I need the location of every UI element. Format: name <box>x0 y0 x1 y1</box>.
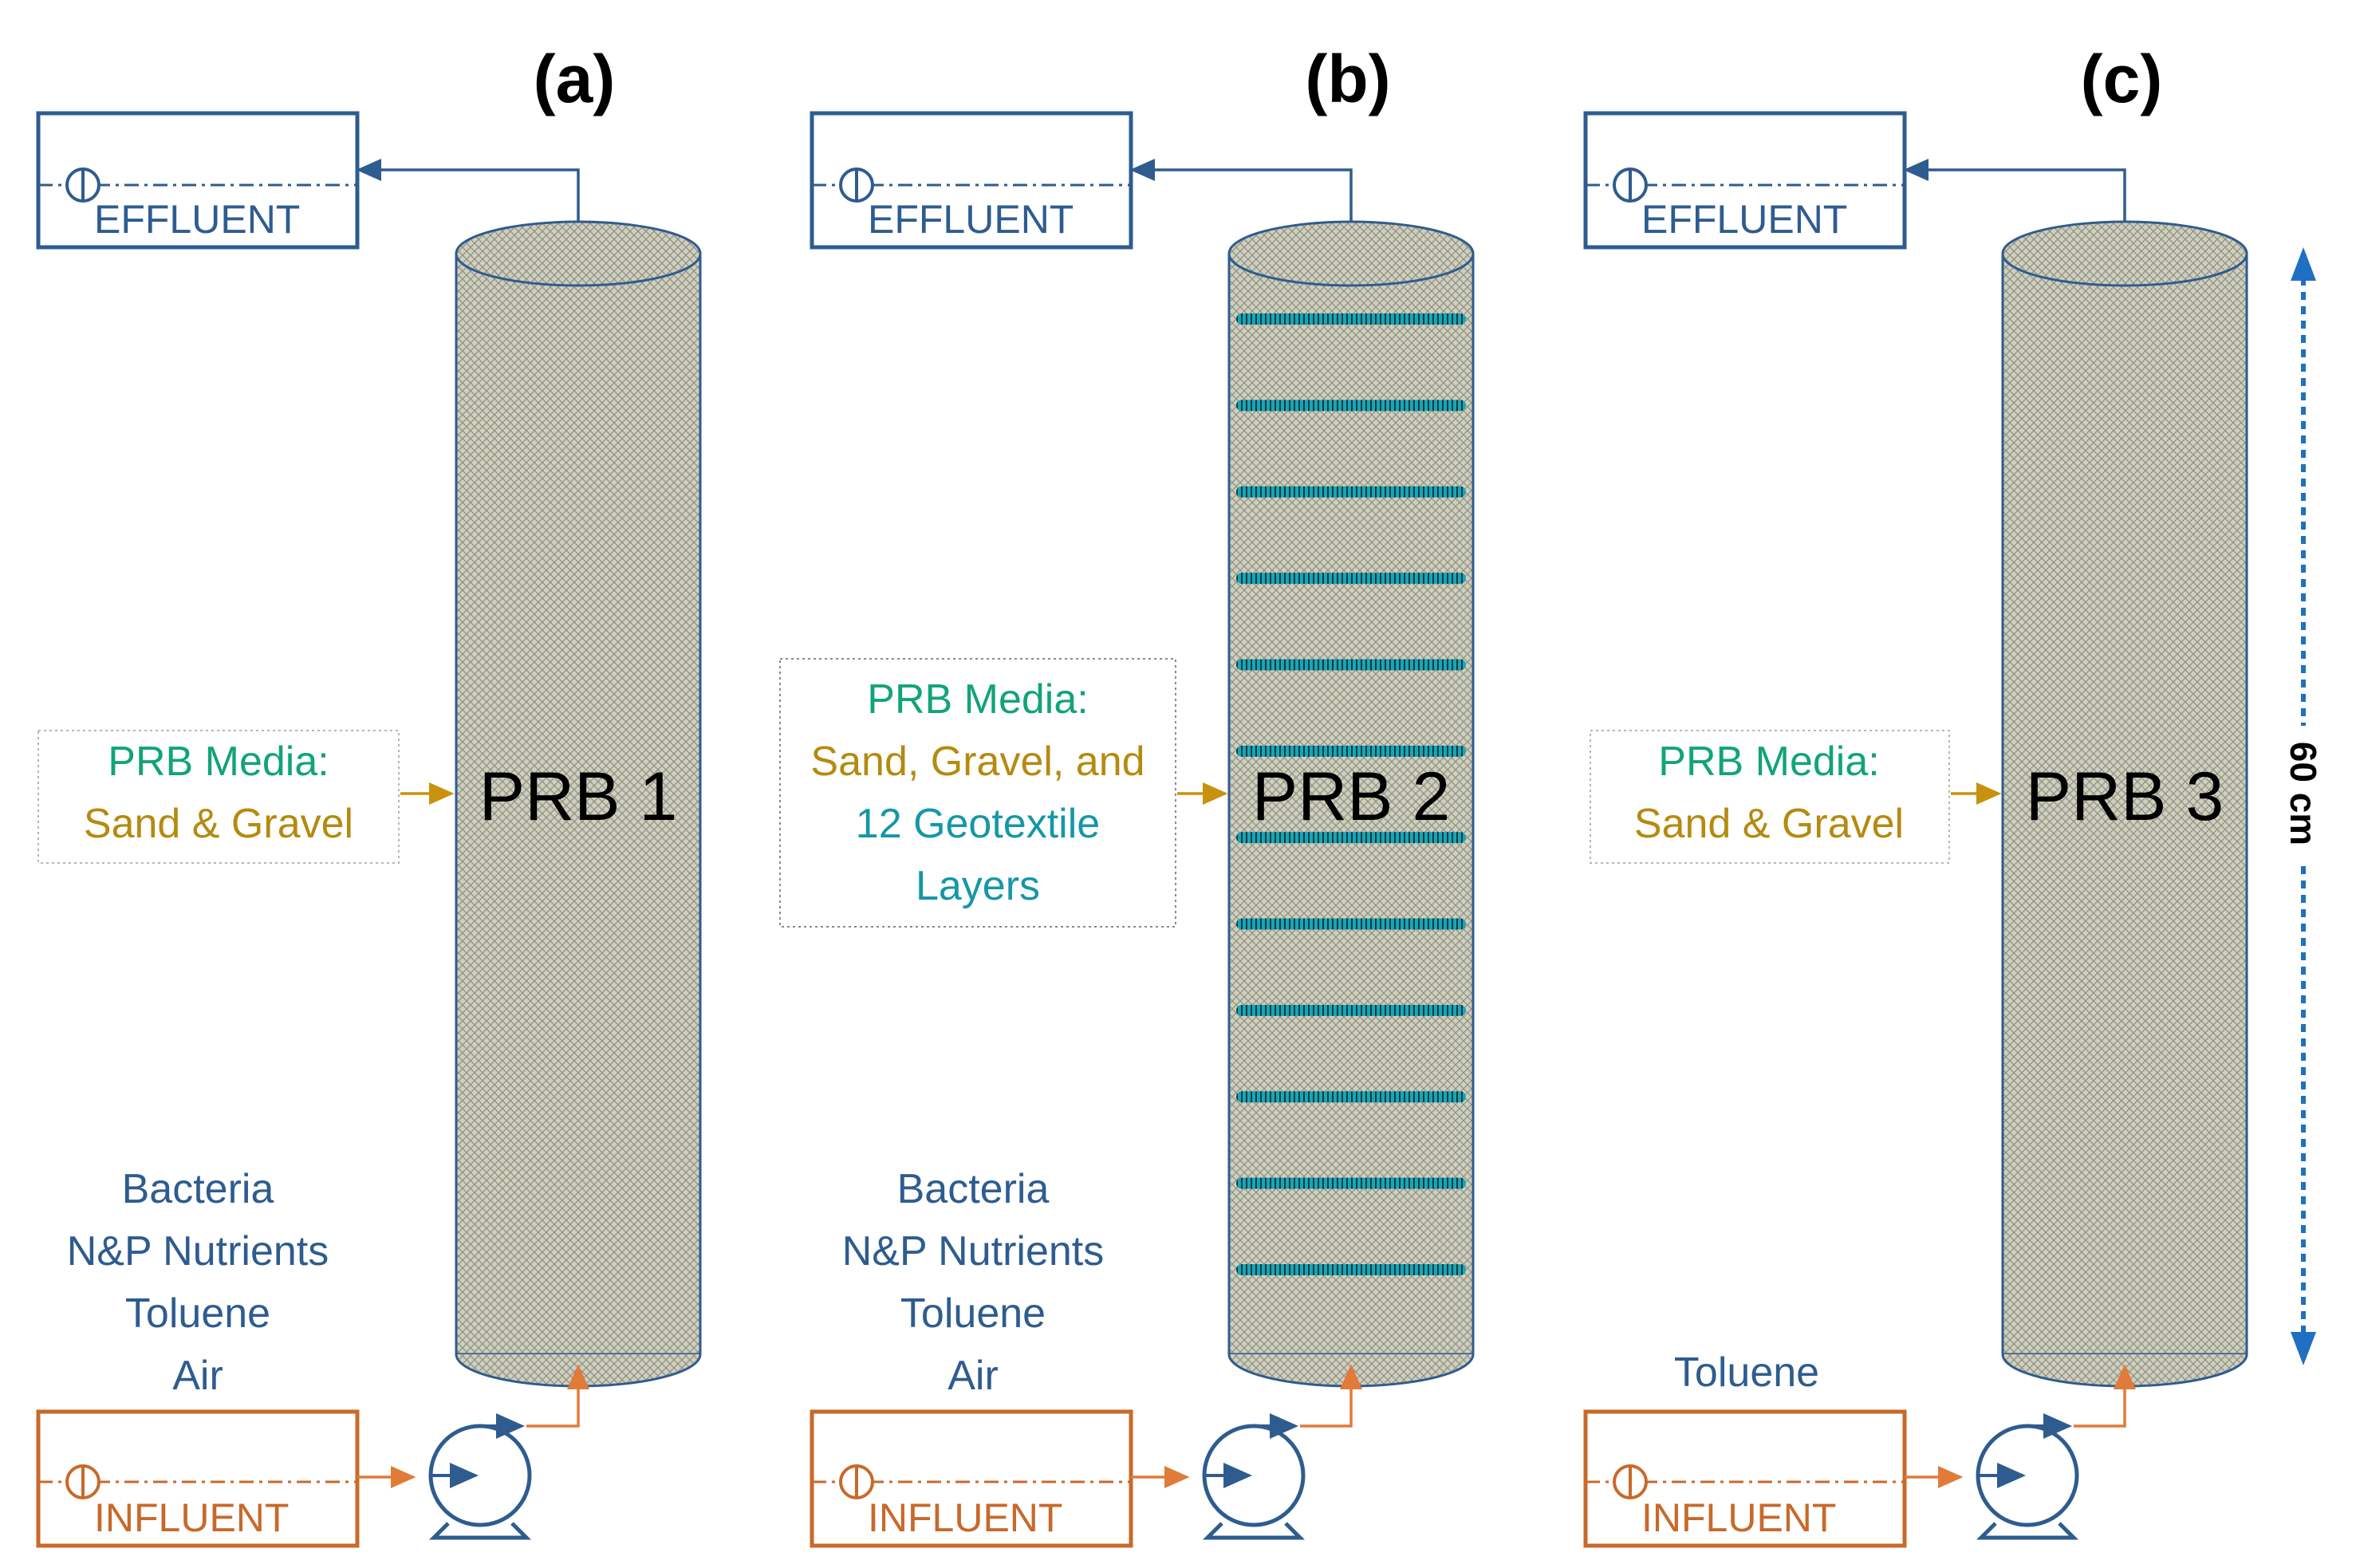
prb-column-c <box>2001 220 2248 1388</box>
column-label-b: PRB 2 <box>1252 758 1451 835</box>
geotextile-layer <box>1236 486 1466 498</box>
column-label-a: PRB 1 <box>479 758 678 835</box>
geotextile-layer <box>1236 573 1466 585</box>
media-line-c-0: PRB Media: <box>1658 739 1879 785</box>
geotextile-layers <box>1236 313 1466 1275</box>
media-box-c <box>1590 730 1950 864</box>
effluent-flow-arrow-c <box>1903 159 2126 227</box>
effluent-flow-arrow-a <box>356 159 580 227</box>
media-line-c-1: Sand & Gravel <box>1634 801 1904 847</box>
valve-icon <box>65 1464 100 1499</box>
effluent-tank-b: EFFLUENT <box>810 111 1133 250</box>
valve-icon <box>1613 1464 1648 1499</box>
pump-to-column-arrow-a <box>526 1364 589 1428</box>
influent-tank-b: INFLUENT <box>810 1409 1133 1548</box>
prb-column-b <box>1227 220 1475 1388</box>
panel-label-b: (b) <box>1305 41 1390 116</box>
influent-label-a: INFLUENT <box>94 1495 289 1540</box>
geotextile-layer <box>1236 1091 1466 1103</box>
pump-to-column-arrow-b <box>1300 1364 1362 1428</box>
effluent-label-c: EFFLUENT <box>1641 197 1847 242</box>
effluent-tank-a: EFFLUENT <box>36 111 360 250</box>
column-label-c: PRB 3 <box>2026 758 2224 835</box>
media-line-b-2: 12 Geotextile <box>856 801 1100 847</box>
height-scale-bar: 60 cm <box>2283 247 2324 1365</box>
geotextile-layer <box>1236 1177 1466 1189</box>
valve-icon <box>65 167 100 203</box>
feed-line-b-0: Bacteria <box>897 1166 1050 1212</box>
panel-b: (b) EFFLUENT PRB 2 PRB Media: Sand, Grav… <box>779 41 1475 1548</box>
feed-line-a-0: Bacteria <box>122 1166 274 1212</box>
geotextile-layer <box>1236 659 1466 671</box>
media-line-b-1: Sand, Gravel, and <box>810 739 1145 785</box>
effluent-flow-arrow-b <box>1129 159 1353 227</box>
geotextile-layer <box>1236 1264 1466 1275</box>
pump-to-column-arrow-c <box>2074 1364 2136 1428</box>
media-line-a-1: Sand & Gravel <box>84 801 353 847</box>
geotextile-layer <box>1236 832 1466 844</box>
media-box-b <box>779 658 1176 928</box>
feed-line-c-0: Toluene <box>1674 1349 1819 1396</box>
effluent-tank-c: EFFLUENT <box>1583 111 1907 250</box>
valve-icon <box>839 1464 874 1499</box>
panel-label-c: (c) <box>2081 41 2163 116</box>
influent-label-c: INFLUENT <box>1641 1495 1836 1540</box>
pump-icon <box>428 1413 532 1540</box>
panel-label-a: (a) <box>534 41 616 116</box>
prb-column-a <box>455 220 702 1388</box>
effluent-label-b: EFFLUENT <box>868 197 1074 242</box>
valve-icon <box>1613 167 1648 203</box>
effluent-label-a: EFFLUENT <box>94 197 300 242</box>
media-box-a <box>37 730 400 864</box>
feed-line-b-2: Toluene <box>900 1290 1046 1337</box>
arrow-down-icon <box>2291 1332 2316 1365</box>
geotextile-layer <box>1236 918 1466 930</box>
geotextile-layer <box>1236 313 1466 325</box>
pump-icon <box>1202 1413 1306 1540</box>
influent-label-b: INFLUENT <box>868 1495 1062 1540</box>
feed-line-a-1: N&P Nutrients <box>67 1228 329 1274</box>
geotextile-layer <box>1236 400 1466 412</box>
panel-c: (c) EFFLUENT PRB 3 PRB Media: Sand & Gra… <box>1583 41 2324 1548</box>
arrow-up-icon <box>2291 247 2316 281</box>
scale-label: 60 cm <box>2283 742 2324 845</box>
media-line-b-0: PRB Media: <box>867 676 1088 723</box>
valve-icon <box>839 167 874 203</box>
feed-line-b-1: N&P Nutrients <box>842 1228 1105 1274</box>
geotextile-layer <box>1236 1004 1466 1016</box>
influent-tank-c: INFLUENT <box>1583 1409 1907 1548</box>
feed-line-a-3: Air <box>172 1353 223 1399</box>
feed-line-a-2: Toluene <box>125 1290 270 1337</box>
panel-a: (a) EFFLUENT PRB 1 PRB Media: Sand & Gra… <box>36 41 702 1548</box>
geotextile-layer <box>1236 745 1466 757</box>
pump-icon <box>1976 1413 2079 1540</box>
influent-tank-a: INFLUENT <box>36 1409 360 1548</box>
feed-line-b-3: Air <box>948 1353 999 1399</box>
media-line-b-3: Layers <box>916 863 1040 909</box>
media-line-a-0: PRB Media: <box>108 739 329 785</box>
